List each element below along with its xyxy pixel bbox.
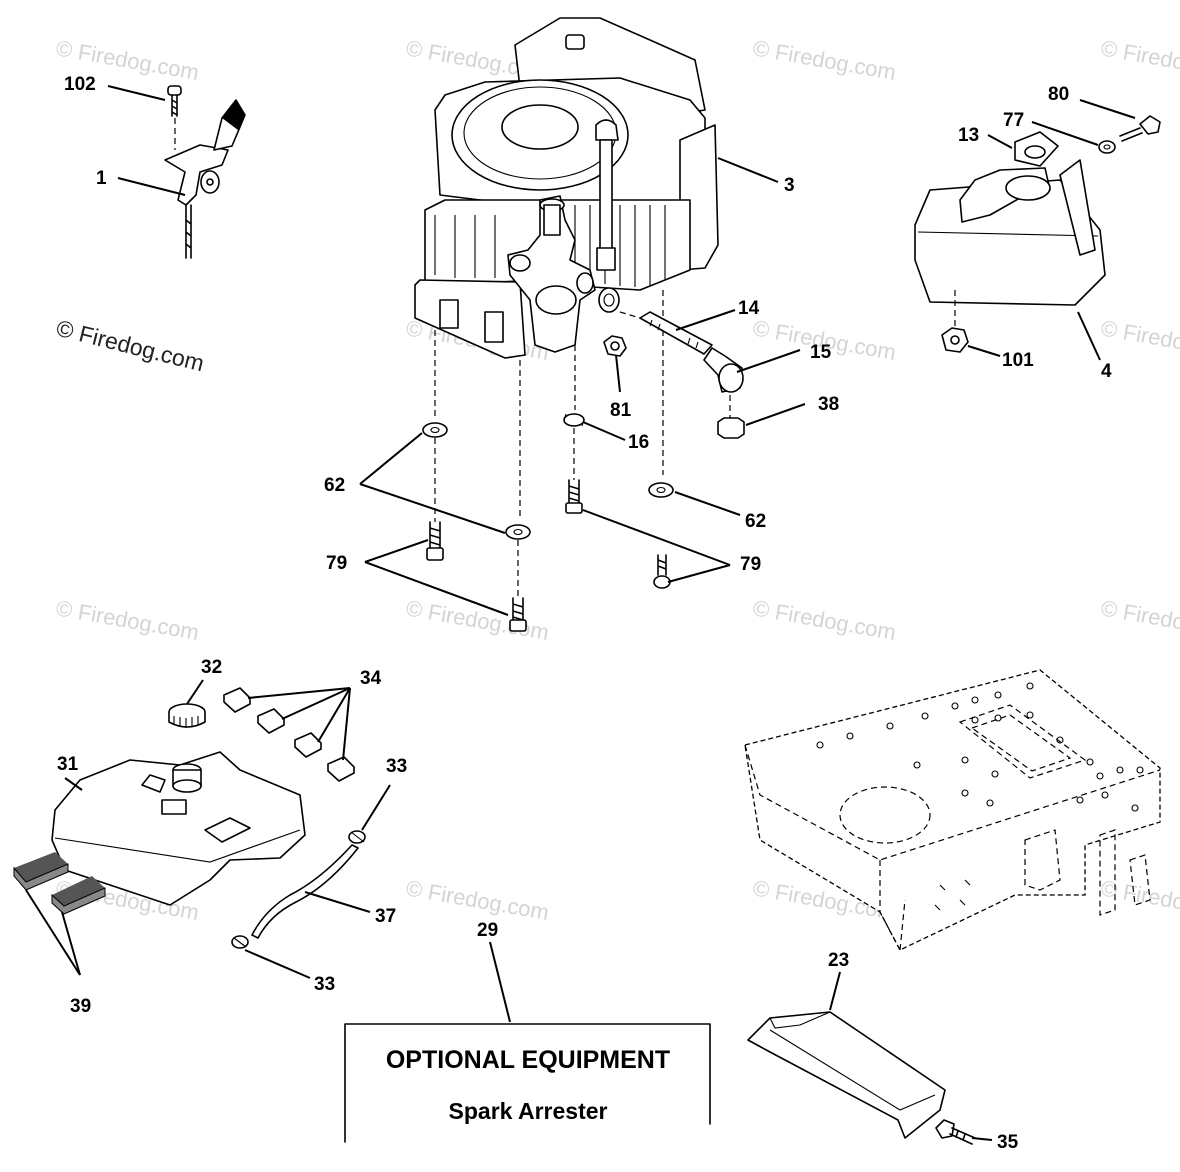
watermark-text: © Firedog.com xyxy=(1099,35,1180,85)
callout-38: 38 xyxy=(818,394,839,415)
callout-101: 101 xyxy=(1002,350,1034,371)
callout-33-top: 33 xyxy=(386,756,407,777)
spark-arrester-part xyxy=(747,1011,976,1145)
callout-62-left: 62 xyxy=(324,475,345,496)
callout-81: 81 xyxy=(610,400,632,421)
callout-23: 23 xyxy=(828,950,849,971)
callout-79-left: 79 xyxy=(326,553,347,574)
engine-part xyxy=(414,17,719,520)
callout-33-bottom: 33 xyxy=(314,974,335,995)
callout-14: 14 xyxy=(738,298,760,319)
callout-labels: 102 1 3 80 77 13 14 15 81 16 38 101 4 62… xyxy=(57,74,1112,1153)
frame-outline xyxy=(744,669,1161,951)
watermark-text: © Firedog.com xyxy=(1099,875,1180,925)
callout-79-right: 79 xyxy=(740,554,761,575)
optional-equipment-subtitle: Spark Arrester xyxy=(449,1098,608,1124)
callout-32: 32 xyxy=(201,657,222,678)
watermark-text: © Firedog.com xyxy=(404,875,551,925)
callout-15: 15 xyxy=(810,342,832,363)
callout-39: 39 xyxy=(70,996,91,1017)
callout-62-right: 62 xyxy=(745,511,766,532)
callout-16: 16 xyxy=(628,432,649,453)
mounting-hardware xyxy=(422,413,674,632)
throttle-control-part xyxy=(164,85,246,259)
callout-102: 102 xyxy=(64,74,96,95)
drain-pipe-parts xyxy=(603,311,745,439)
optional-equipment-box: OPTIONAL EQUIPMENT Spark Arrester xyxy=(344,1023,711,1143)
callout-1: 1 xyxy=(96,168,107,189)
watermark-text: © Firedog.com xyxy=(1099,315,1180,365)
watermark-text: © Firedog.com xyxy=(54,595,201,645)
watermark-main: © Firedog.com xyxy=(54,315,207,377)
callout-80: 80 xyxy=(1048,84,1069,105)
callout-35: 35 xyxy=(997,1132,1019,1153)
callout-37: 37 xyxy=(375,906,396,927)
leader-lines xyxy=(25,85,1136,1141)
optional-equipment-title: OPTIONAL EQUIPMENT xyxy=(386,1046,670,1074)
callout-77: 77 xyxy=(1003,110,1024,131)
callout-29: 29 xyxy=(477,920,498,941)
callout-4: 4 xyxy=(1101,361,1112,382)
air-cleaner-parts xyxy=(13,687,366,949)
callout-13: 13 xyxy=(958,125,979,146)
callout-31: 31 xyxy=(57,754,79,775)
watermark-text: © Firedog.com xyxy=(751,35,898,85)
watermark-text: © Firedog.com xyxy=(751,595,898,645)
callout-3: 3 xyxy=(784,175,795,196)
watermark-text: © Firedog.com xyxy=(1099,595,1180,645)
callout-34: 34 xyxy=(360,668,382,689)
muffler-part xyxy=(914,115,1161,353)
